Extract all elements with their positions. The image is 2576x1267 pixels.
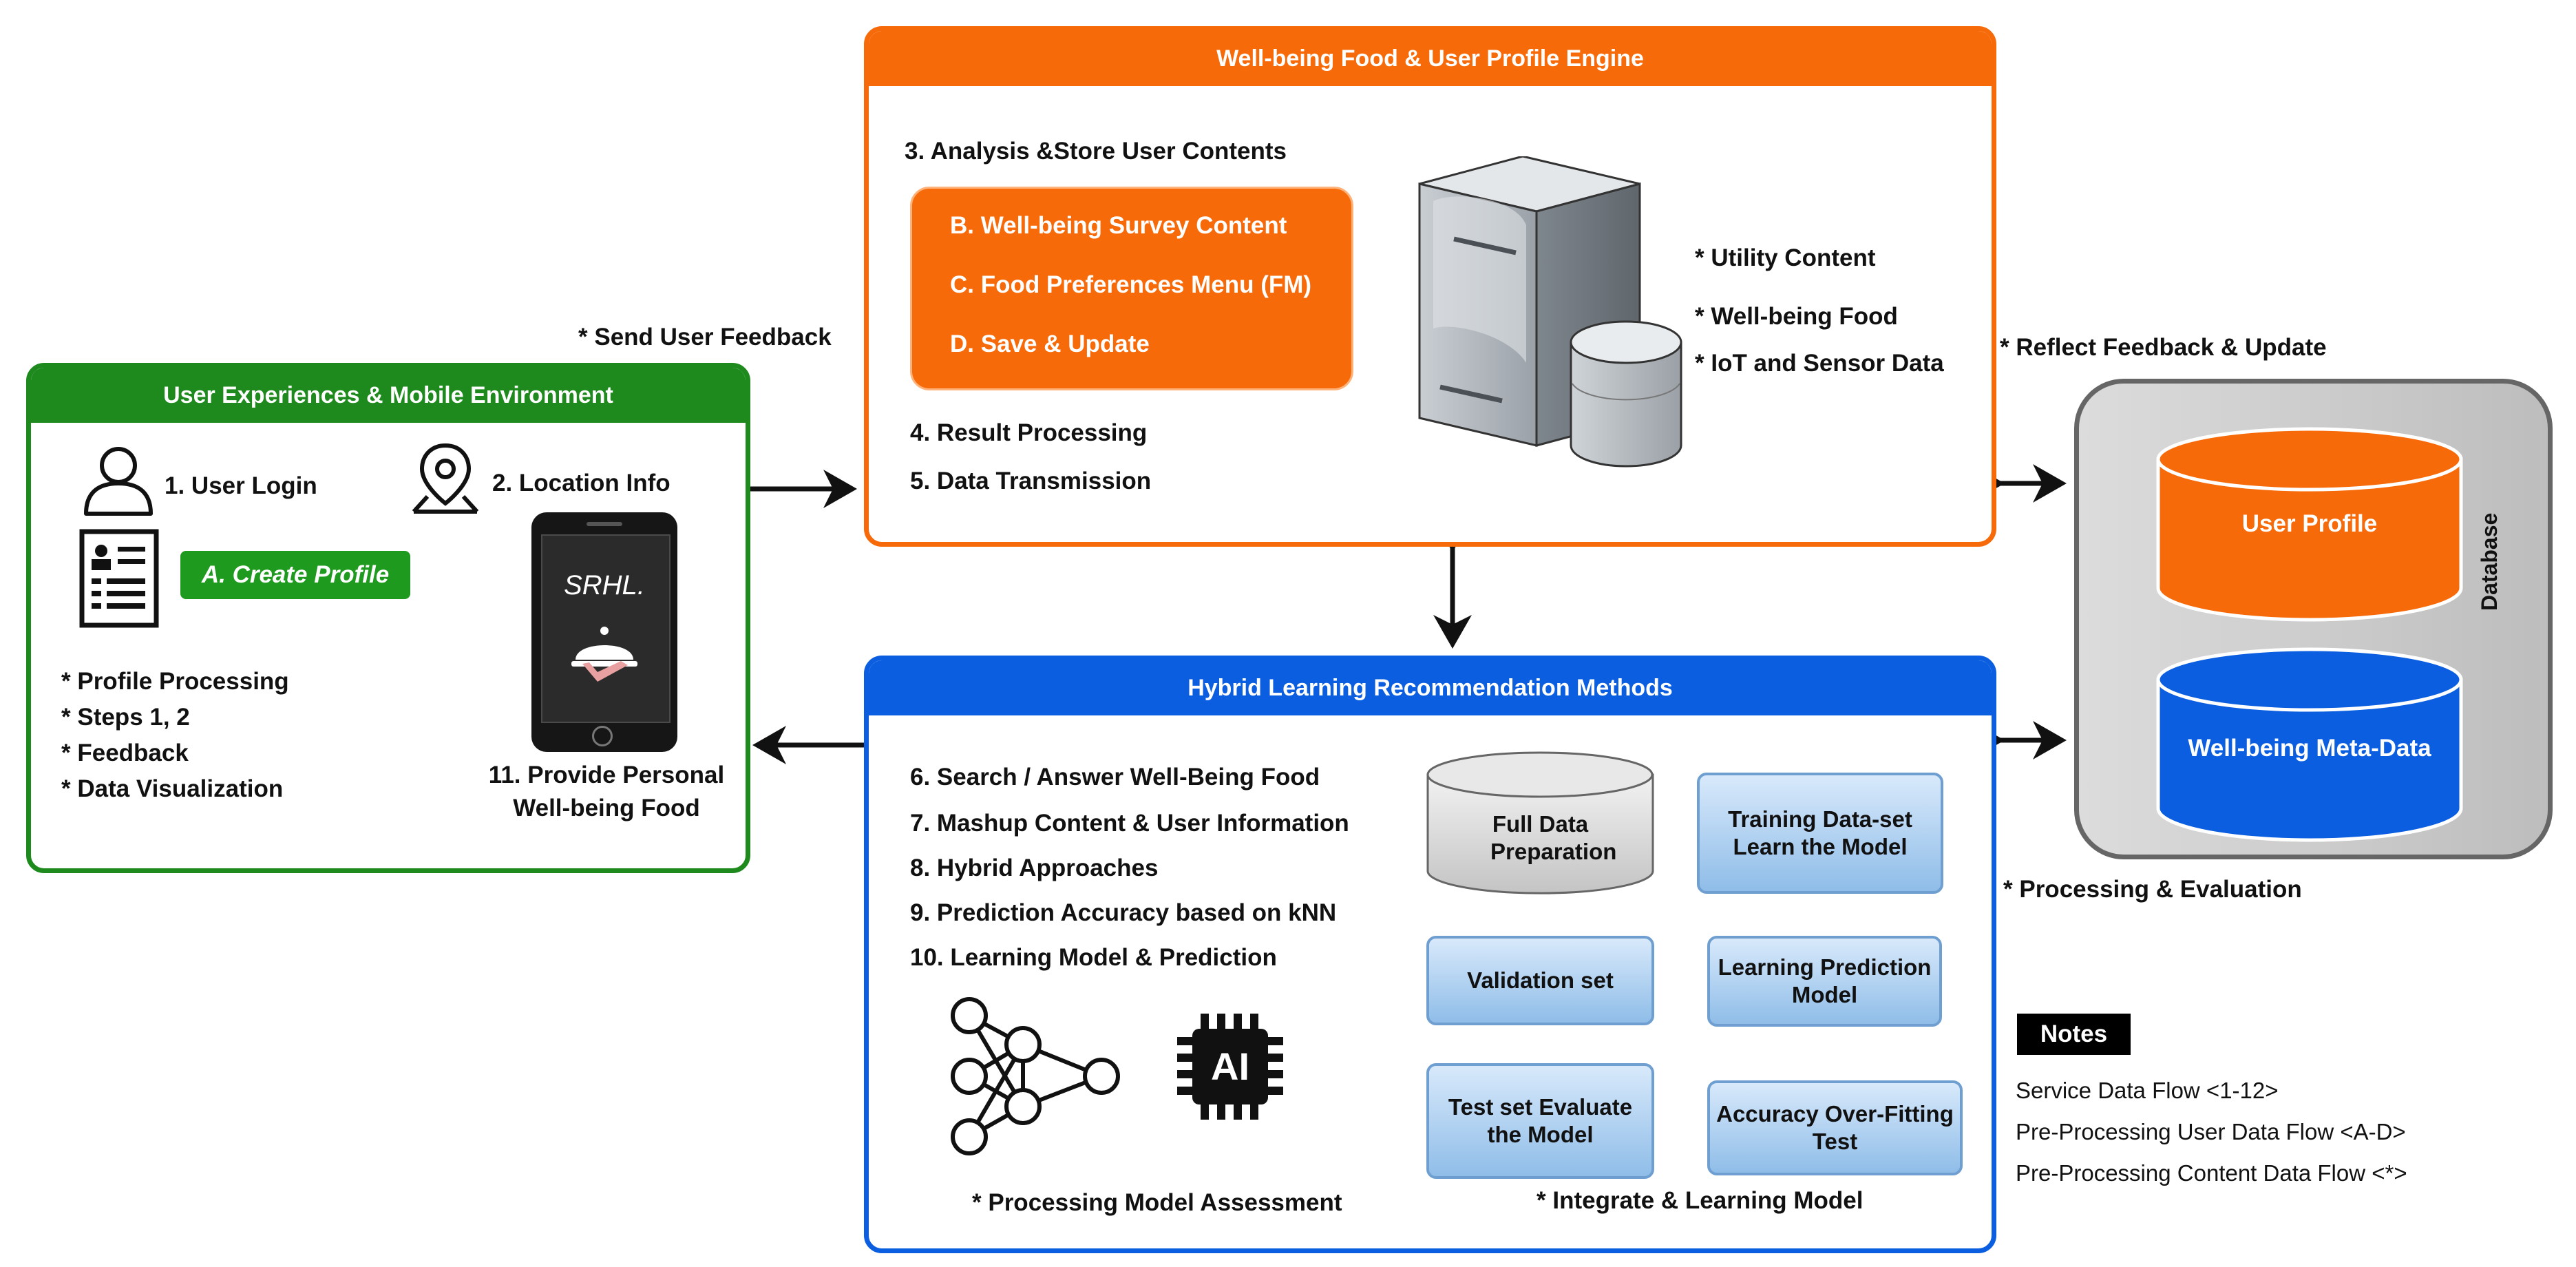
ai-chip-icon: AI: [1165, 1001, 1296, 1132]
step5-label: 5. Data Transmission: [910, 468, 1152, 494]
bullet-feedback: * Feedback: [61, 740, 189, 766]
step9-label: 9. Prediction Accuracy based on kNN: [910, 899, 1337, 926]
learning-prediction-node: Learning Prediction Model: [1707, 936, 1942, 1027]
smartphone-icon: SRHL.: [531, 512, 677, 752]
engine-panel-title: Well-being Food & User Profile Engine: [869, 31, 1992, 86]
user-profile-db: User Profile: [2155, 426, 2464, 622]
phone-home-button: [592, 726, 613, 746]
step8-label: 8. Hybrid Approaches: [910, 855, 1159, 881]
training-dataset-node: Training Data-set Learn the Model: [1697, 773, 1943, 894]
database-container: User Profile Well-being Meta-Data Databa…: [2074, 379, 2553, 859]
wellbeing-food-label: * Well-being Food: [1695, 303, 1898, 330]
reflect-feedback-label: * Reflect Feedback & Update: [2000, 334, 2327, 361]
provide-food-label-line1: 11. Provide Personal: [488, 762, 725, 788]
step7-label: 7. Mashup Content & User Information: [910, 810, 1349, 837]
server-icon: [1418, 156, 1682, 468]
bullet-steps: * Steps 1, 2: [61, 704, 190, 731]
processing-evaluation-label: * Processing & Evaluation: [2003, 876, 2302, 903]
survey-content-item: B. Well-being Survey Content: [950, 212, 1287, 239]
create-profile-button[interactable]: A. Create Profile: [180, 551, 410, 599]
wellbeing-metadata-db-label: Well-being Meta-Data: [2188, 735, 2431, 762]
hybrid-panel-title: Hybrid Learning Recommendation Methods: [869, 660, 1992, 715]
neural-network-icon: [951, 997, 1120, 1155]
send-feedback-label: * Send User Feedback: [578, 324, 832, 350]
note-user-data-flow: Pre-Processing User Data Flow <A-D>: [2016, 1119, 2406, 1144]
hybrid-learning-panel: Hybrid Learning Recommendation Methods 6…: [864, 656, 1996, 1253]
user-experience-panel: User Experiences & Mobile Environment 1.…: [26, 363, 750, 873]
user-login-label: 1. User Login: [165, 472, 317, 499]
full-data-preparation-node: Full Data Preparation: [1425, 750, 1656, 896]
utility-content-label: * Utility Content: [1695, 244, 1876, 271]
phone-speaker: [587, 522, 622, 526]
food-cloche-icon: [571, 627, 637, 682]
food-preferences-item: C. Food Preferences Menu (FM): [950, 271, 1312, 298]
note-service-flow: Service Data Flow <1-12>: [2016, 1078, 2279, 1103]
preprocessing-user-content-box: B. Well-being Survey Content C. Food Pre…: [910, 187, 1353, 390]
user-profile-db-label: User Profile: [2241, 510, 2378, 537]
location-pin-icon: [412, 443, 479, 514]
processing-model-assessment-label: * Processing Model Assessment: [972, 1189, 1342, 1216]
app-name: SRHL.: [564, 570, 645, 600]
step10-label: 10. Learning Model & Prediction: [910, 944, 1277, 971]
database-label: Database: [2477, 512, 2502, 611]
iot-sensor-label: * IoT and Sensor Data: [1695, 350, 1944, 377]
food-profile-engine-panel: Well-being Food & User Profile Engine 3.…: [864, 26, 1996, 547]
step6-label: 6. Search / Answer Well-Being Food: [910, 764, 1320, 790]
profile-document-icon: [79, 529, 159, 628]
notes-title: Notes: [2017, 1014, 2131, 1055]
user-panel-title: User Experiences & Mobile Environment: [31, 368, 746, 423]
bullet-data-visualization: * Data Visualization: [61, 775, 284, 802]
user-icon: [84, 447, 153, 516]
ai-chip-label: AI: [1211, 1045, 1249, 1088]
step4-label: 4. Result Processing: [910, 419, 1148, 446]
bullet-profile-processing: * Profile Processing: [61, 668, 289, 695]
location-info-label: 2. Location Info: [492, 470, 671, 496]
provide-food-label-line2: Well-being Food: [513, 795, 700, 821]
step3-label: 3. Analysis &Store User Contents: [905, 138, 1287, 165]
wellbeing-metadata-db: Well-being Meta-Data: [2155, 647, 2464, 843]
validation-set-node: Validation set: [1426, 936, 1654, 1025]
test-set-node: Test set Evaluate the Model: [1426, 1063, 1654, 1179]
accuracy-overfitting-node: Accuracy Over-Fitting Test: [1707, 1080, 1963, 1175]
save-update-item: D. Save & Update: [950, 331, 1150, 357]
integrate-learning-model-label: * Integrate & Learning Model: [1537, 1187, 1864, 1214]
note-content-data-flow: Pre-Processing Content Data Flow <*>: [2016, 1160, 2407, 1186]
full-data-preparation-label: Full Data Preparation: [1490, 811, 1617, 864]
